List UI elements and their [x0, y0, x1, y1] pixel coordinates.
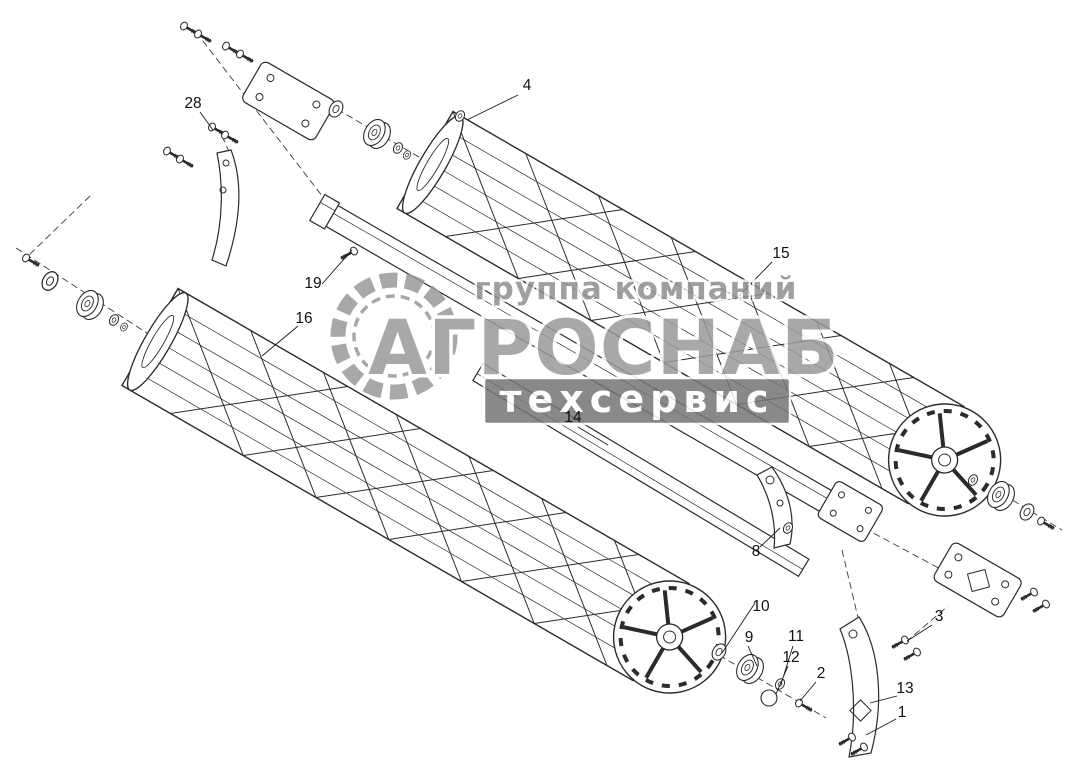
retaining-ring [391, 140, 405, 156]
part-label-13: 13 [896, 680, 913, 697]
seal-ring [760, 689, 778, 707]
bracket-arm-13 [839, 616, 880, 758]
bolt [1034, 513, 1059, 535]
bolt [191, 26, 216, 48]
bolt [1016, 584, 1041, 606]
washer [38, 268, 62, 294]
laurel-wreath-icon [330, 272, 458, 400]
part-label-1: 1 [898, 704, 907, 721]
watermark-line1: группа компаний [474, 271, 797, 307]
bracket-plate-top [242, 61, 335, 141]
part-labels: 4 28 19 16 15 14 8 10 9 11 12 2 3 13 1 [184, 77, 943, 721]
bearing [731, 650, 769, 688]
part-label-19: 19 [304, 275, 321, 292]
bearing [71, 286, 109, 324]
part-label-9: 9 [745, 629, 754, 646]
part-label-3: 3 [935, 608, 944, 625]
bearing [358, 115, 396, 153]
part-label-28: 28 [184, 95, 201, 112]
bolt [233, 46, 258, 68]
part-label-10: 10 [752, 598, 770, 615]
bracket-plate-right [933, 542, 1022, 618]
bolt [899, 644, 924, 666]
part-label-14: 14 [564, 409, 582, 426]
part-label-16: 16 [295, 310, 312, 327]
part-label-2: 2 [817, 665, 826, 682]
bolt [792, 695, 817, 717]
part-label-11: 11 [788, 628, 804, 645]
part-label-4: 4 [523, 77, 532, 94]
watermark-line3: техсервис [499, 377, 774, 421]
bolt [173, 151, 198, 173]
bolt [887, 632, 912, 654]
watermark-box [482, 376, 792, 426]
retaining-ring [107, 312, 121, 328]
bolt [19, 250, 44, 272]
washer [1016, 500, 1038, 524]
part-label-8: 8 [752, 543, 761, 560]
bracket-plate-mid [817, 481, 884, 542]
bolt [1028, 596, 1053, 618]
bolt [218, 127, 243, 149]
bracket-arm-28 [211, 149, 240, 267]
callout-leaders [199, 94, 933, 736]
part-label-15: 15 [772, 245, 789, 262]
part-label-12: 12 [782, 649, 799, 666]
watermark: группа компаний АГРОСНАБ техсервис [330, 269, 842, 426]
retaining-ring [401, 149, 413, 161]
retaining-ring [118, 321, 130, 333]
